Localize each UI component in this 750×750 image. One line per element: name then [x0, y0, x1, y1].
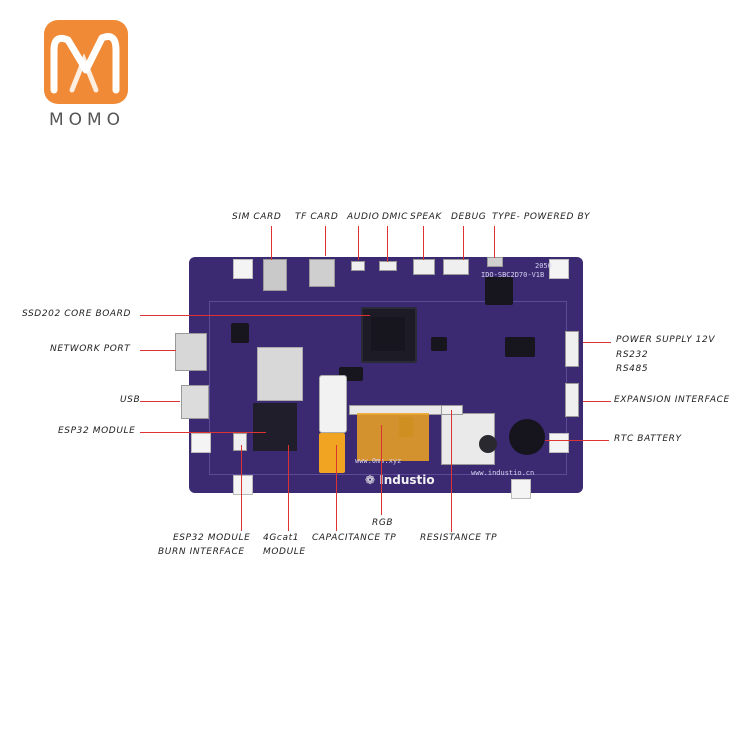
leader-line — [241, 445, 242, 531]
type-c-connector — [487, 257, 503, 267]
capacitor — [319, 375, 347, 433]
ssd202-core-chip — [361, 307, 417, 363]
leader-line — [140, 350, 176, 351]
label-type-powered: TYPE- POWERED BY — [492, 212, 591, 222]
leader-line — [288, 445, 289, 531]
resistance-tp-connector — [441, 405, 463, 415]
mount-hole — [549, 259, 569, 279]
label-power-supply: POWER SUPPLY 12V — [616, 335, 716, 345]
label-ssd202: SSD202 CORE BOARD — [22, 309, 132, 319]
label-sim-card: SIM CARD — [232, 212, 282, 222]
soc-chip — [371, 317, 405, 351]
leader-line — [336, 445, 337, 531]
rtc-battery — [509, 419, 545, 455]
label-esp32-module: ESP32 MODULE — [58, 426, 136, 436]
expansion-connector — [565, 383, 579, 417]
label-usb: USB — [120, 395, 141, 405]
leader-line — [545, 440, 609, 441]
sim-card-slot — [263, 259, 287, 291]
leader-line — [387, 226, 388, 262]
circuit-board: IDO-SBC2D70-V1B 2050 www.0ms.xyz www.ind… — [175, 257, 583, 499]
small-chip — [231, 323, 249, 343]
label-resistance-tp: RESISTANCE TP — [420, 533, 498, 543]
label-rtc-battery: RTC BATTERY — [614, 434, 682, 444]
label-rs485: RS485 — [616, 364, 649, 374]
silk-url-right: www.industio.cn — [471, 469, 535, 477]
label-tf-card: TF CARD — [295, 212, 339, 222]
mount-hole — [191, 433, 211, 453]
mount-hole — [233, 475, 253, 495]
inductor — [479, 435, 497, 453]
leader-line — [423, 226, 424, 260]
label-esp32-burn-1: ESP32 MODULE — [173, 533, 251, 543]
audio-connector — [351, 261, 365, 271]
silk-code-text: 2050 — [535, 262, 552, 270]
leader-line — [381, 425, 382, 515]
label-rgb: RGB — [372, 518, 394, 528]
silk-url-left: www.0ms.xyz — [355, 457, 402, 465]
label-4gcat1-2: MODULE — [263, 547, 306, 557]
leader-line — [140, 315, 370, 316]
network-port — [175, 333, 207, 371]
momo-logo — [44, 20, 128, 104]
power-chip — [485, 277, 513, 305]
leader-line — [140, 432, 266, 433]
leader-line — [463, 226, 464, 260]
label-network-port: NETWORK PORT — [50, 344, 131, 354]
dmic-connector — [379, 261, 397, 271]
leader-line — [140, 401, 180, 402]
4gcat1-module — [253, 403, 297, 451]
momo-logo-mark-icon — [50, 33, 120, 94]
leader-line — [583, 342, 611, 343]
industio-brand-text: Industio — [379, 473, 435, 487]
momo-logo-text: MOMO — [48, 110, 126, 130]
usb-port — [181, 385, 209, 419]
label-debug: DEBUG — [451, 212, 487, 222]
esp32-module — [257, 347, 303, 401]
power-supply-connector — [565, 331, 579, 367]
label-expansion: EXPANSION INTERFACE — [614, 395, 730, 405]
esp32-burn-interface — [233, 433, 247, 451]
speak-connector — [413, 259, 435, 275]
label-audio: AUDIO — [347, 212, 380, 222]
capacitance-tp-ribbon — [319, 433, 345, 473]
debug-connector — [443, 259, 469, 275]
leader-line — [325, 226, 326, 256]
small-chip — [431, 337, 447, 351]
mount-hole — [233, 259, 253, 279]
leader-line — [451, 410, 452, 532]
label-capacitance-tp: CAPACITANCE TP — [312, 533, 397, 543]
leader-line — [494, 226, 495, 258]
industio-brand: ❁ Industio — [365, 473, 435, 487]
label-esp32-burn-2: BURN INTERFACE — [158, 547, 245, 557]
industio-logo-icon: ❁ — [365, 473, 376, 487]
leader-line — [358, 226, 359, 260]
rgb-ribbon-cable — [357, 413, 429, 461]
label-speak: SPEAK — [410, 212, 442, 222]
mount-hole — [549, 433, 569, 453]
label-rs232: RS232 — [616, 350, 649, 360]
silk-model-text: IDO-SBC2D70-V1B — [481, 271, 545, 279]
leader-line — [271, 226, 272, 260]
leader-line — [583, 401, 611, 402]
driver-chip — [505, 337, 535, 357]
label-4gcat1-1: 4Gcat1 — [263, 533, 300, 543]
label-dmic: DMIC — [382, 212, 409, 222]
mount-hole — [511, 479, 531, 499]
tf-card-slot — [309, 259, 335, 287]
